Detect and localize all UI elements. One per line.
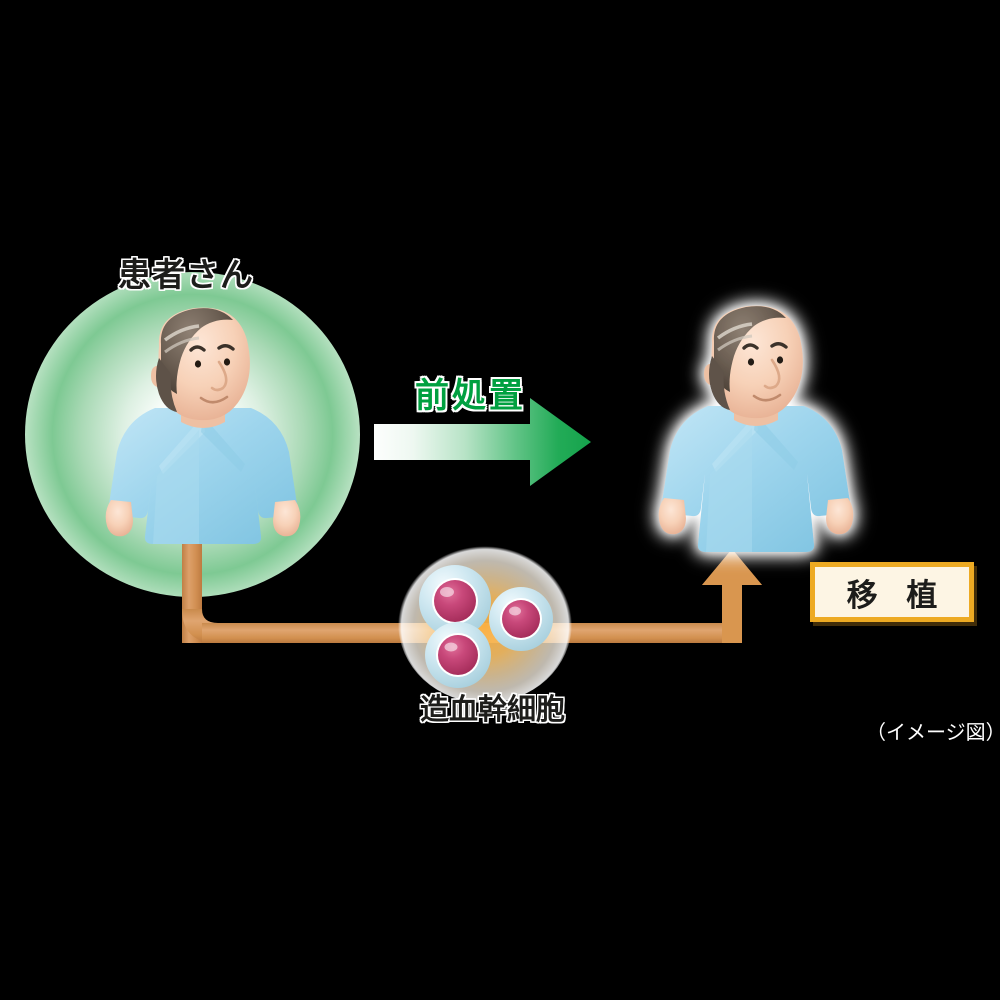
patient-label: 患者さん	[118, 255, 254, 294]
pretreatment-label: 前処置	[415, 376, 526, 416]
transplant-label: 移 植	[846, 577, 947, 614]
transplant-label-box: 移 植	[810, 562, 974, 622]
pretreatment-arrow	[374, 396, 592, 488]
patient-before-figure	[95, 300, 310, 550]
patient-after-figure	[648, 288, 863, 563]
image-caption-note: （イメージ図）	[866, 720, 1000, 744]
stem-cell-cluster	[398, 543, 572, 703]
stem-cell-label: 造血幹細胞	[420, 692, 566, 726]
